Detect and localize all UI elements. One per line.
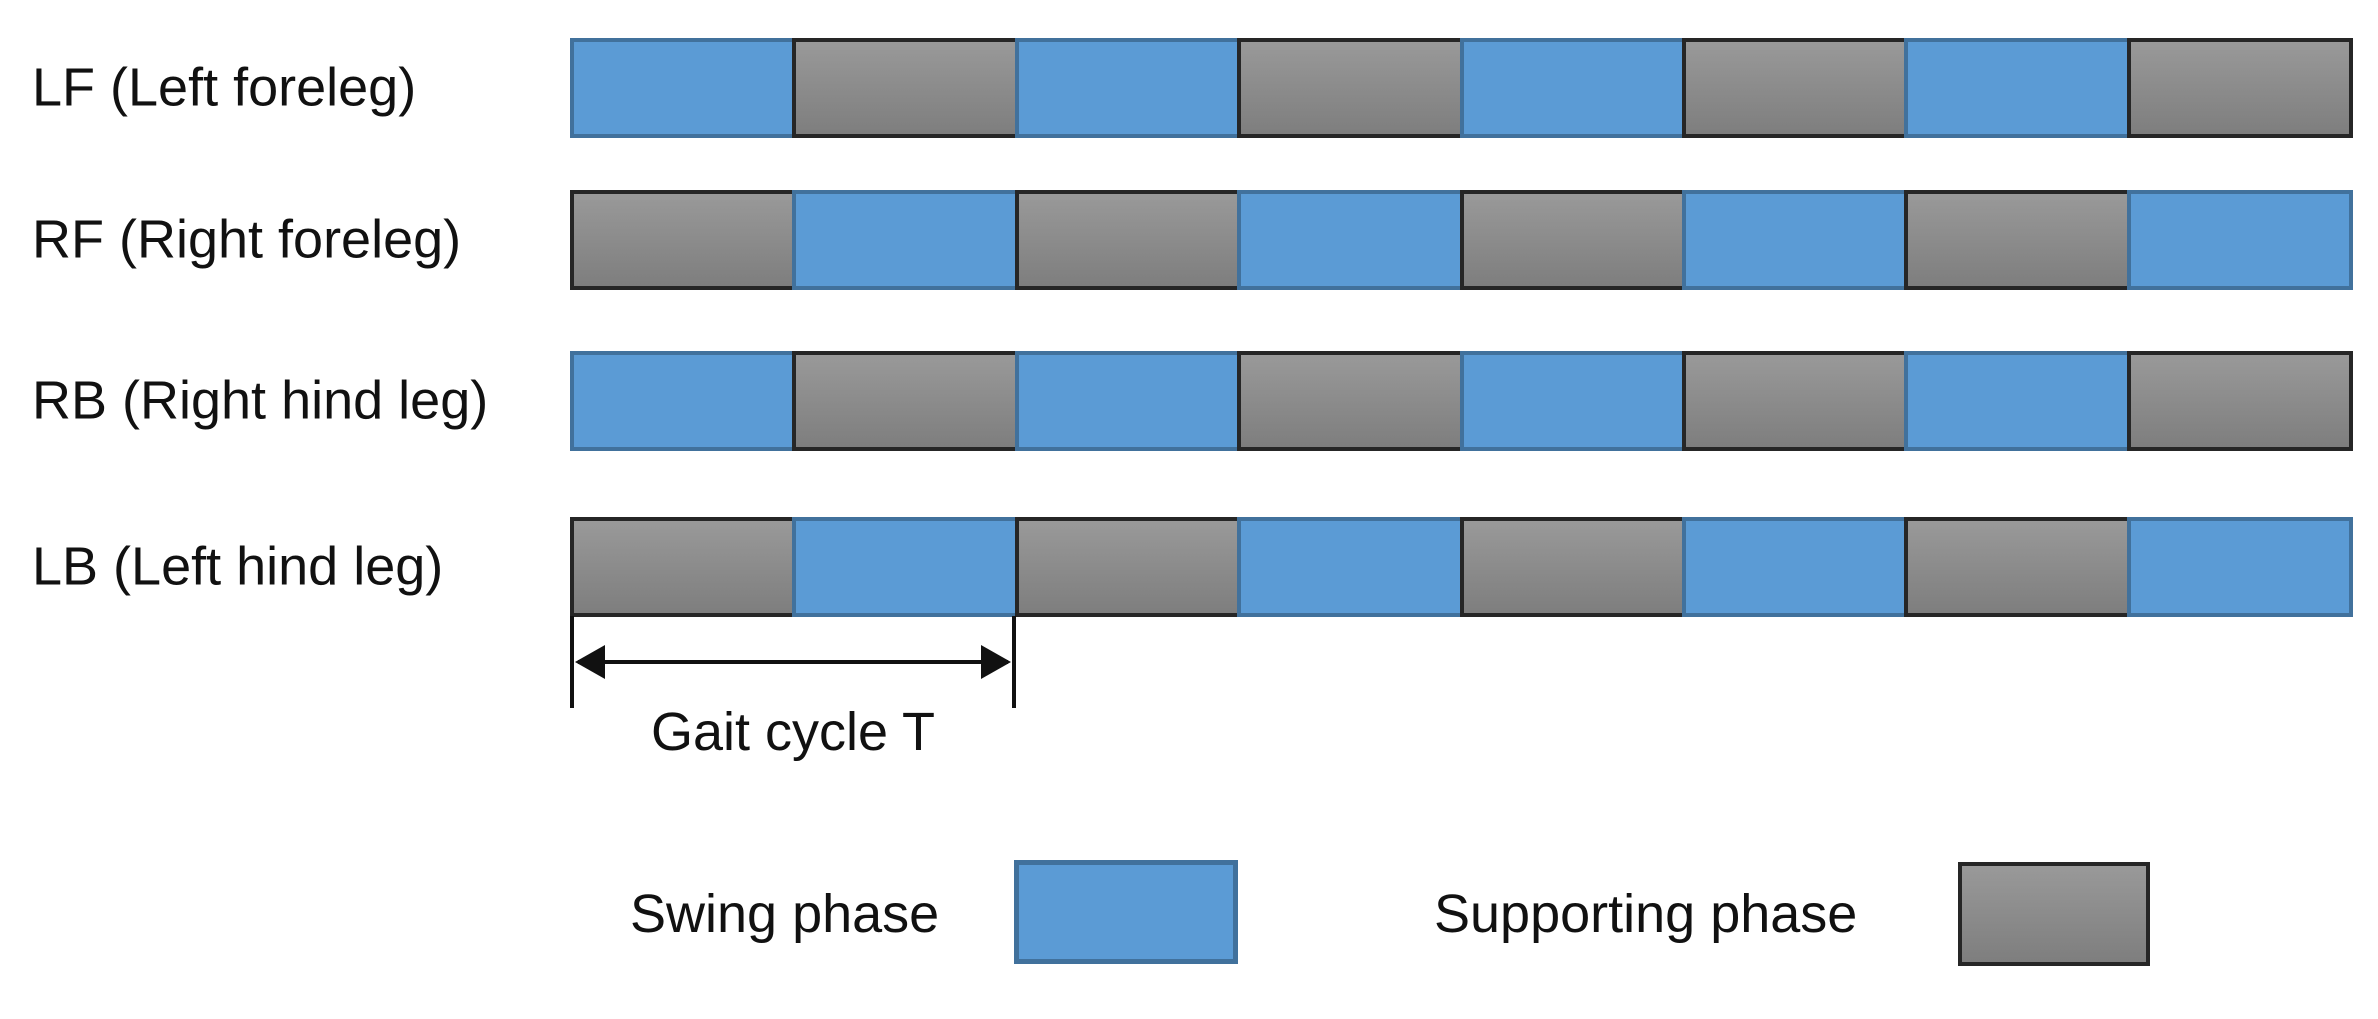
block-swing-phase [1237, 517, 1464, 617]
cycle-arrow-line [578, 660, 1008, 664]
block-support-phase [1014, 517, 1242, 617]
block-support-phase [792, 351, 1019, 451]
block-support-phase [1681, 351, 1909, 451]
block-swing-phase [792, 190, 1019, 290]
leg-label-lb: LB (Left hind leg) [32, 536, 444, 597]
leg-row-lf: LF (Left foreleg) [0, 38, 2378, 138]
block-support-phase [1237, 351, 1464, 451]
block-swing-phase [1681, 517, 1909, 617]
cycle-start-tick [570, 616, 574, 708]
block-support-phase [1459, 190, 1686, 290]
block-swing-phase [1904, 351, 2131, 451]
arrow-left-icon [575, 645, 605, 679]
block-support-phase [2126, 351, 2353, 451]
block-support-phase [570, 190, 797, 290]
legend-support-label: Supporting phase [1434, 884, 1858, 944]
block-swing-phase [1014, 351, 1242, 451]
gait-cycle-label: Gait cycle T [650, 702, 936, 762]
leg-row-rf: RF (Right foreleg) [0, 190, 2378, 290]
block-support-phase [1681, 38, 1909, 138]
block-support-phase [1904, 517, 2131, 617]
block-support-phase [2126, 38, 2353, 138]
leg-row-lb: LB (Left hind leg) [0, 517, 2378, 617]
legend-support-swatch [1958, 862, 2150, 966]
block-swing-phase [570, 351, 797, 451]
block-swing-phase [1904, 38, 2131, 138]
gait-cycle-annotation [570, 616, 1016, 708]
leg-bar-lb [570, 517, 2353, 617]
leg-row-rb: RB (Right hind leg) [0, 351, 2378, 451]
block-support-phase [1459, 517, 1686, 617]
leg-label-rb: RB (Right hind leg) [32, 370, 489, 431]
block-support-phase [570, 517, 797, 617]
block-swing-phase [2126, 517, 2353, 617]
leg-label-lf: LF (Left foreleg) [32, 57, 417, 118]
block-swing-phase [2126, 190, 2353, 290]
block-swing-phase [570, 38, 797, 138]
block-swing-phase [1459, 351, 1686, 451]
block-support-phase [792, 38, 1019, 138]
legend-swing-label: Swing phase [630, 884, 940, 944]
leg-bar-rb [570, 351, 2353, 451]
leg-label-rf: RF (Right foreleg) [32, 209, 462, 270]
block-swing-phase [1237, 190, 1464, 290]
block-support-phase [1237, 38, 1464, 138]
cycle-end-tick [1012, 616, 1016, 708]
block-swing-phase [1014, 38, 1242, 138]
block-swing-phase [1681, 190, 1909, 290]
arrow-right-icon [981, 645, 1011, 679]
block-support-phase [1014, 190, 1242, 290]
legend-swing-swatch [1014, 860, 1238, 964]
block-support-phase [1904, 190, 2131, 290]
leg-bar-rf [570, 190, 2353, 290]
block-swing-phase [792, 517, 1019, 617]
block-swing-phase [1459, 38, 1686, 138]
leg-bar-lf [570, 38, 2353, 138]
